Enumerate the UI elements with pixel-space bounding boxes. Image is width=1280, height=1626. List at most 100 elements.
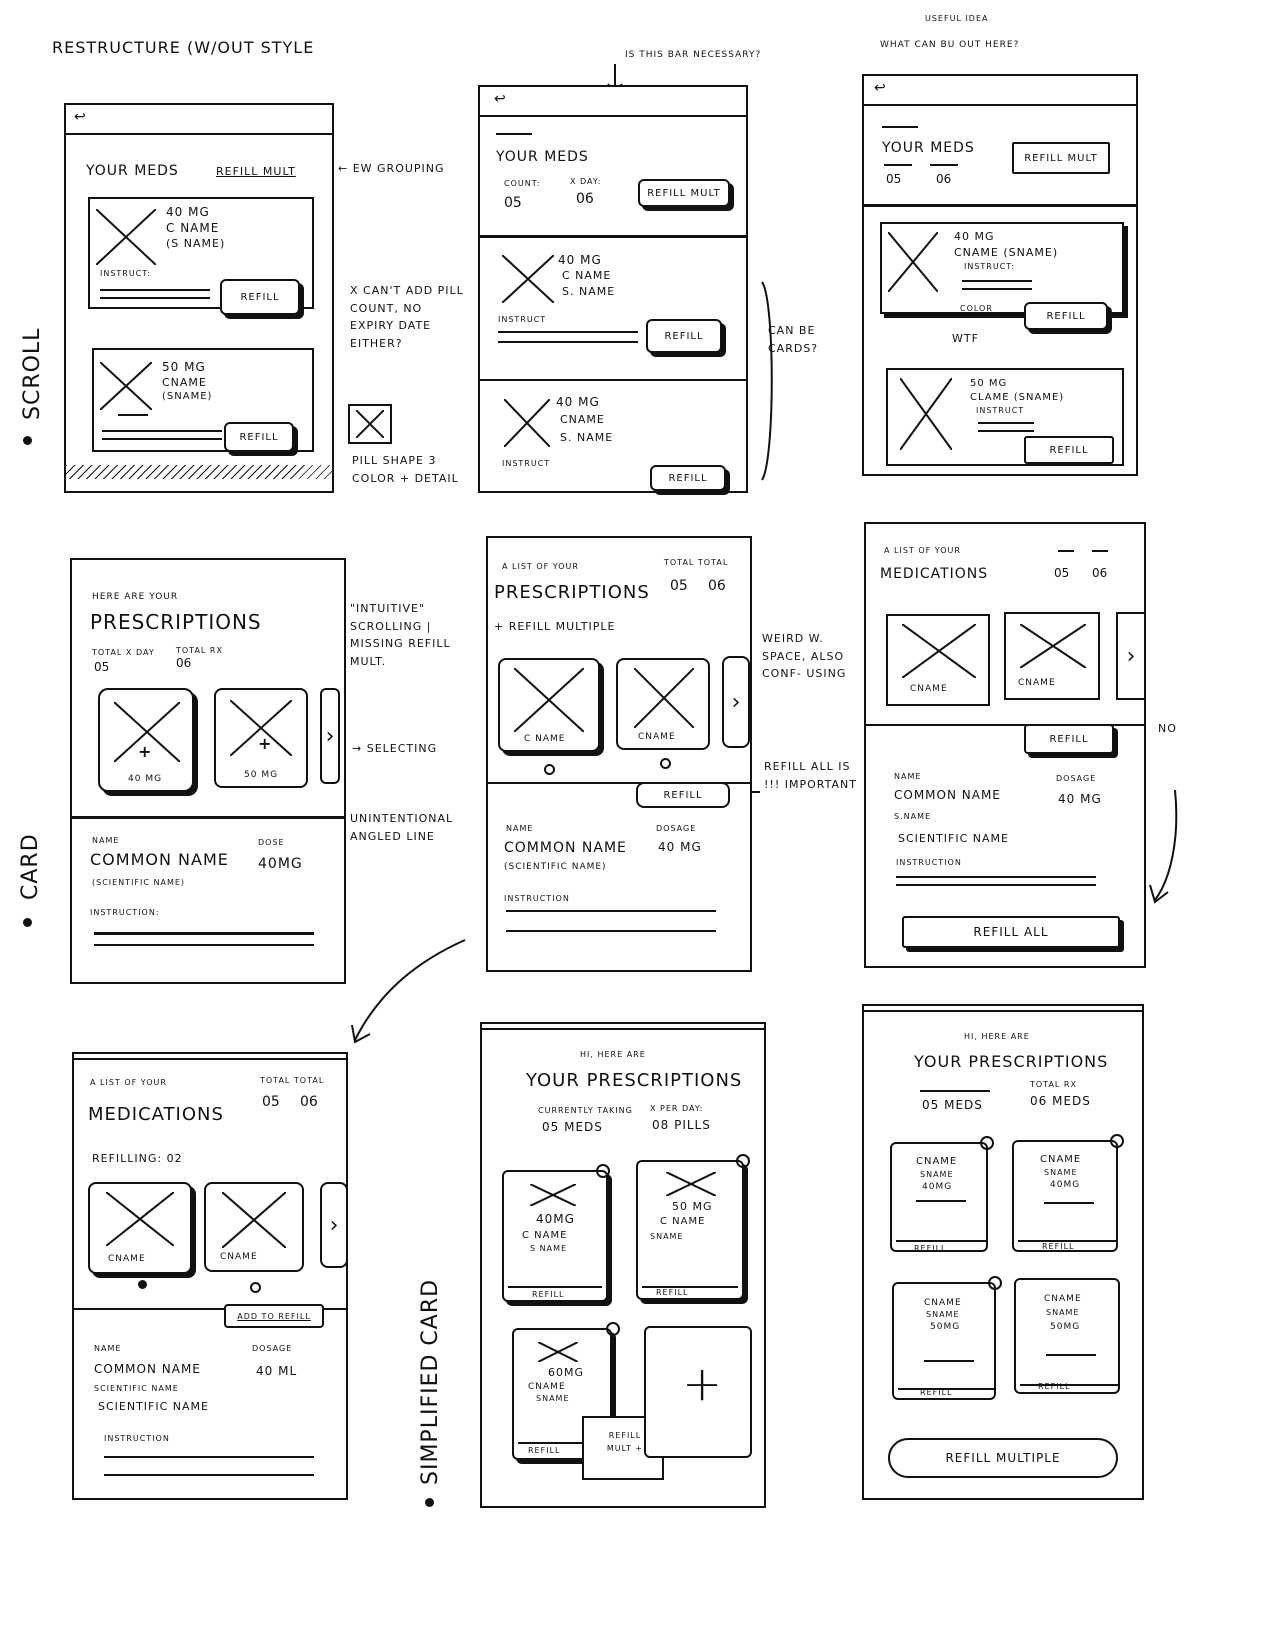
- note-intuitive-scrolling: "INTUITIVE" SCROLLING | MISSING REFILL M…: [350, 602, 451, 668]
- simple-med-card[interactable]: CNAME SNAME 40MG REFILL: [890, 1136, 994, 1253]
- stat-value: 08 PILLS: [652, 1118, 711, 1132]
- total-value: 06: [708, 578, 726, 594]
- pill-image-placeholder-icon: [1020, 624, 1086, 668]
- refill-button[interactable]: REFILL: [1024, 724, 1114, 754]
- med-dose: 40MG: [1050, 1180, 1081, 1190]
- med-common-name: CNAME: [1044, 1294, 1082, 1304]
- instruct-label: INSTRUCT:: [964, 262, 1016, 271]
- med-common-name: CNAME: [916, 1156, 958, 1167]
- simple-med-card[interactable]: CNAME SNAME 50MG REFILL: [1014, 1278, 1120, 1394]
- count-value: 05: [504, 195, 522, 211]
- med-common-name: C NAME: [522, 1230, 568, 1241]
- pill-shape-placeholder: [348, 404, 392, 444]
- med-tile[interactable]: CNAME: [886, 614, 990, 706]
- scientific-name-label: S.NAME: [894, 812, 932, 821]
- instruction-label: INSTRUCTION: [896, 858, 962, 867]
- screen-title: PRESCRIPTIONS: [90, 610, 262, 634]
- screen-title: YOUR PRESCRIPTIONS: [914, 1052, 1109, 1071]
- add-to-refill-button[interactable]: ADD TO REFILL: [224, 1304, 324, 1328]
- pin-icon: [980, 1136, 994, 1150]
- note-can-be-cards: CAN BE CARDS?: [768, 324, 819, 355]
- scientific-name: SCIENTIFIC NAME: [98, 1400, 209, 1413]
- stat-label: X PER DAY:: [650, 1104, 704, 1113]
- next-chevron-icon[interactable]: ›: [722, 656, 750, 748]
- wireframe-simplified-2: HI, HERE ARE YOUR PRESCRIPTIONS TOTAL RX…: [862, 1004, 1144, 1500]
- pill-image-placeholder-icon: [502, 255, 554, 303]
- refill-button[interactable]: REFILL: [220, 279, 300, 315]
- simple-med-card[interactable]: CNAME SNAME 50MG REFILL: [892, 1276, 1002, 1400]
- total-value: 05: [94, 660, 110, 674]
- tile-dose: 40 MG: [128, 774, 163, 784]
- stat-value: 05 MEDS: [542, 1120, 603, 1134]
- refill-link[interactable]: REFILL: [914, 1244, 947, 1253]
- note-new-grouping: ← EW GROUPING: [338, 162, 445, 175]
- stat-value: 06 MEDS: [1030, 1094, 1091, 1108]
- med-tile-selected[interactable]: + 40 MG: [98, 688, 194, 792]
- tile-name: CNAME: [1018, 678, 1056, 688]
- med-tile[interactable]: + 50 MG: [214, 688, 308, 788]
- refill-button[interactable]: REFILL: [1024, 436, 1114, 464]
- days-value: 06: [936, 172, 952, 186]
- med-scientific-name: (S NAME): [166, 237, 226, 250]
- med-dose: 40MG: [922, 1182, 953, 1192]
- simple-med-card[interactable]: CNAME SNAME 40MG REFILL: [1012, 1134, 1124, 1252]
- refill-multiple-button[interactable]: REFILL MULTIPLE: [888, 1438, 1118, 1478]
- wireframe-card-4: A LIST OF YOUR TOTAL TOTAL MEDICATIONS 0…: [72, 1052, 348, 1500]
- instruct-label: INSTRUCT: [498, 315, 547, 324]
- med-tile-selected[interactable]: CNAME: [88, 1182, 192, 1274]
- back-icon[interactable]: ↩: [74, 109, 86, 125]
- next-chevron-icon[interactable]: ›: [1116, 612, 1146, 700]
- dose-value: 40 MG: [658, 840, 702, 854]
- refill-mult-button[interactable]: REFILL MULT: [638, 179, 730, 207]
- days-value: 06: [576, 191, 594, 207]
- refill-link[interactable]: REFILL: [1042, 1242, 1075, 1251]
- refill-link[interactable]: REFILL: [528, 1446, 561, 1455]
- med-dose: 50MG: [1050, 1322, 1081, 1332]
- pill-image-placeholder-icon: [100, 362, 152, 410]
- refill-mult-button[interactable]: REFILL MULT: [1012, 142, 1110, 174]
- refill-button[interactable]: REFILL: [650, 465, 726, 491]
- refill-button[interactable]: REFILL: [1024, 302, 1108, 330]
- wireframe-scroll-1: ↩ YOUR MEDS REFILL MULT 40 MG C NAME (S …: [64, 103, 334, 493]
- dose-label: DOSAGE: [656, 824, 697, 833]
- refill-mult-link[interactable]: REFILL MULT: [216, 165, 296, 178]
- next-chevron-icon[interactable]: ›: [320, 688, 340, 784]
- refill-button[interactable]: REFILL: [636, 782, 730, 808]
- next-chevron-icon[interactable]: ›: [320, 1182, 348, 1268]
- simple-med-card[interactable]: 40MG C NAME S NAME REFILL: [502, 1164, 610, 1302]
- common-name: COMMON NAME: [504, 840, 627, 856]
- tile-name: CNAME: [220, 1252, 258, 1262]
- refill-link[interactable]: REFILL: [532, 1290, 565, 1299]
- refill-button[interactable]: REFILL: [646, 319, 722, 353]
- simple-med-card[interactable]: 50 MG C NAME SNAME REFILL: [636, 1154, 750, 1300]
- dose-value: 40 MG: [1058, 792, 1102, 806]
- add-med-card[interactable]: +: [644, 1326, 752, 1458]
- common-name: COMMON NAME: [90, 850, 229, 869]
- med-tile-selected[interactable]: C NAME: [498, 658, 600, 752]
- med-card: 40 MG C NAME (S NAME) INSTRUCT: REFILL: [88, 197, 314, 315]
- pill-image-placeholder-icon: [106, 1192, 174, 1246]
- refill-link[interactable]: REFILL: [1038, 1382, 1071, 1391]
- pill-image-placeholder-icon: [356, 410, 384, 438]
- med-tile[interactable]: CNAME: [616, 658, 710, 750]
- med-dose: 40 MG: [166, 205, 210, 219]
- refill-link[interactable]: REFILL: [920, 1388, 953, 1397]
- name-label: NAME: [94, 1344, 122, 1353]
- count-value: 05: [886, 172, 902, 186]
- back-icon[interactable]: ↩: [874, 80, 886, 96]
- back-icon[interactable]: ↩: [494, 91, 506, 107]
- stat-label: CURRENTLY TAKING: [538, 1106, 633, 1115]
- screen-title: YOUR MEDS: [496, 149, 589, 165]
- pill-image-placeholder-icon: [96, 209, 156, 265]
- refill-link[interactable]: REFILL: [656, 1288, 689, 1297]
- med-card: 50 MG CLAME (SNAME) INSTRUCT REFILL: [886, 368, 1124, 466]
- total-value: 05: [1054, 566, 1070, 580]
- med-tile[interactable]: CNAME: [1004, 612, 1100, 700]
- refill-multiple-link[interactable]: + REFILL MULTIPLE: [494, 620, 616, 633]
- refill-all-button[interactable]: REFILL ALL: [902, 916, 1120, 948]
- pin-icon: [1110, 1134, 1124, 1148]
- med-tile[interactable]: CNAME: [204, 1182, 304, 1272]
- pill-image-placeholder-icon: [900, 378, 952, 450]
- refill-button[interactable]: REFILL: [224, 422, 294, 452]
- screen-subtitle: A LIST OF YOUR: [90, 1078, 167, 1087]
